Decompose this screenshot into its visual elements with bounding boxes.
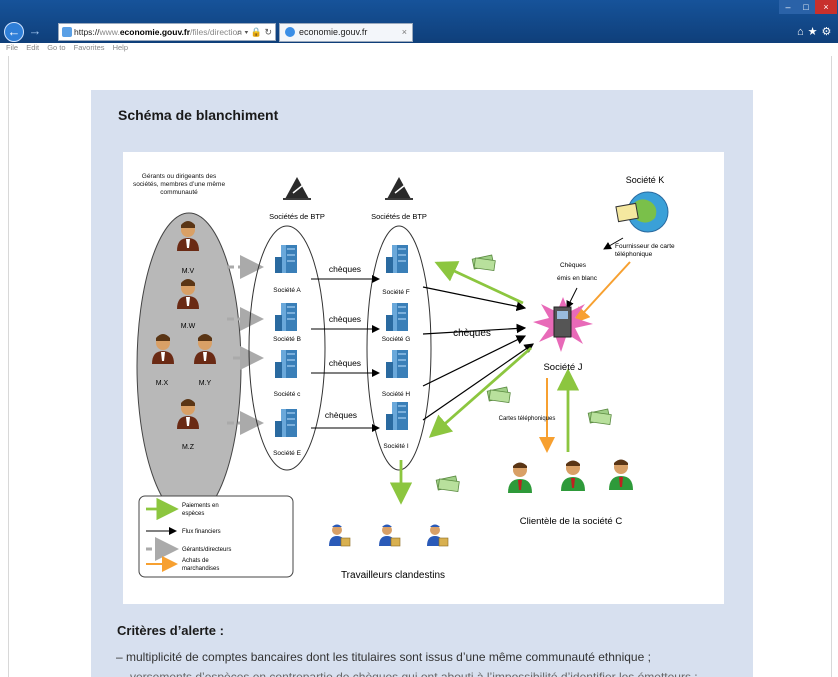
manager-label: M.Z	[182, 444, 195, 451]
phone-card-icon	[615, 202, 639, 223]
company-label: Société c	[274, 391, 301, 398]
criteria-bullet: versements d’espèces en contrepartie de …	[130, 670, 698, 677]
back-button[interactable]: ←	[4, 22, 24, 42]
legend-label: espèces	[182, 511, 204, 517]
payphone-screen	[557, 311, 568, 319]
managers-ellipse	[136, 212, 242, 520]
close-window-button[interactable]: ×	[815, 0, 837, 14]
worker-icon	[378, 524, 401, 547]
manager-label: M.V	[182, 268, 195, 275]
ie-icon	[285, 27, 295, 37]
cash-icon	[486, 386, 511, 404]
criteria-heading: Critères d’alerte :	[117, 623, 224, 638]
building-icon	[274, 349, 298, 379]
clientele-label: Clientèle de la société C	[520, 516, 623, 527]
menu-help[interactable]: Help	[112, 43, 129, 52]
cheques-big-label: chèques	[453, 328, 491, 339]
globe-land	[633, 199, 657, 223]
forward-button[interactable]: →	[28, 23, 42, 38]
company-label: Société H	[382, 391, 410, 398]
building-icon	[385, 401, 409, 431]
companies-left-ellipse	[248, 225, 326, 471]
url-scheme: https://	[74, 27, 100, 37]
cheques-label: chèques	[329, 264, 361, 274]
tab-close-button[interactable]: ×	[401, 27, 407, 37]
cheques-blanc-label-2: émis en blanc	[557, 275, 598, 282]
managers-caption-3: communauté	[160, 189, 198, 196]
construction-icon	[282, 176, 312, 200]
manager-label: M.Y	[199, 380, 212, 387]
legend-label: Flux financiers	[182, 529, 221, 535]
menu-favorites[interactable]: Favorites	[73, 43, 105, 52]
laundering-diagram: Gérants ou dirigeants des sociétés, memb…	[123, 152, 724, 604]
site-icon	[62, 27, 72, 37]
building-icon	[274, 408, 298, 438]
managers-caption: Gérants ou dirigeants des	[142, 173, 217, 180]
legend-label: Achats de	[182, 558, 209, 564]
menu-file[interactable]: File	[6, 43, 19, 52]
browser-titlebar: ← → https://www.economie.gouv.fr/files/d…	[0, 0, 838, 43]
company-label: Société F	[382, 289, 409, 296]
building-icon	[385, 302, 409, 332]
toolbar-icons[interactable]: ⌂★⚙	[797, 26, 836, 38]
societe-j-label: Société J	[543, 362, 582, 373]
cheques-label: chèques	[329, 314, 361, 324]
travailleurs-label: Travailleurs clandestins	[341, 570, 445, 581]
client-icon	[609, 459, 633, 490]
cheques-label: chèques	[329, 358, 361, 368]
cash-icon	[435, 475, 460, 493]
company-label: Société B	[273, 336, 301, 343]
building-icon	[274, 302, 298, 332]
criteria-bullet: – multiplicité de comptes bancaires dont…	[116, 650, 651, 664]
cheques-label: chèques	[325, 410, 357, 420]
companies-right-ellipse	[366, 225, 432, 471]
minimize-button[interactable]: –	[779, 0, 797, 14]
browser-tab[interactable]: economie.gouv.fr ×	[279, 23, 413, 42]
tab-title: economie.gouv.fr	[299, 27, 368, 37]
fournisseur-label-2: téléphonique	[615, 251, 653, 258]
cartes-label: Cartes téléphoniques	[499, 416, 556, 422]
manager-label: M.W	[181, 323, 196, 330]
client-icon	[508, 462, 532, 493]
company-label: Société A	[273, 287, 301, 294]
maximize-button[interactable]: □	[797, 0, 815, 14]
cash-icon	[587, 408, 612, 426]
company-label: Société I	[383, 443, 408, 450]
menu-bar: File Edit Go to Favorites Help	[0, 43, 838, 55]
company-label: Société G	[382, 336, 411, 343]
construction-icon	[384, 176, 414, 200]
btp-right-label: Sociétés de BTP	[371, 212, 427, 221]
building-icon	[385, 244, 409, 274]
address-bar[interactable]: https://www.economie.gouv.fr/files/direc…	[58, 23, 276, 41]
legend-label: Gérants/directeurs	[182, 547, 231, 553]
menu-edit[interactable]: Edit	[26, 43, 40, 52]
fournisseur-label: Fournisseur de carte	[615, 243, 675, 250]
worker-icon	[426, 524, 449, 547]
cash-icon	[471, 254, 496, 272]
building-icon	[274, 244, 298, 274]
manager-label: M.X	[156, 380, 169, 387]
legend-label: marchandises	[182, 566, 219, 572]
page-title: Schéma de blanchiment	[118, 107, 279, 123]
company-label: Société E	[273, 450, 301, 457]
address-bar-icons[interactable]: ⌕ ▾ 🔒 ↻	[236, 27, 272, 37]
societe-k-label: Société K	[626, 175, 665, 185]
worker-icon	[328, 524, 351, 547]
url-host: www.	[99, 27, 120, 37]
cheques-blanc-label: Chèques	[560, 262, 587, 269]
url-domain: economie.gouv.fr	[119, 27, 191, 37]
managers-caption-2: sociétés, membres d’une même	[133, 181, 226, 188]
diagram-svg: Gérants ou dirigeants des sociétés, memb…	[133, 173, 675, 581]
building-icon	[385, 349, 409, 379]
btp-left-label: Sociétés de BTP	[269, 212, 325, 221]
client-icon	[561, 460, 585, 491]
url-path: /files/direction	[190, 27, 243, 37]
legend-label: Paiements en	[182, 503, 219, 509]
menu-goto[interactable]: Go to	[47, 43, 66, 52]
